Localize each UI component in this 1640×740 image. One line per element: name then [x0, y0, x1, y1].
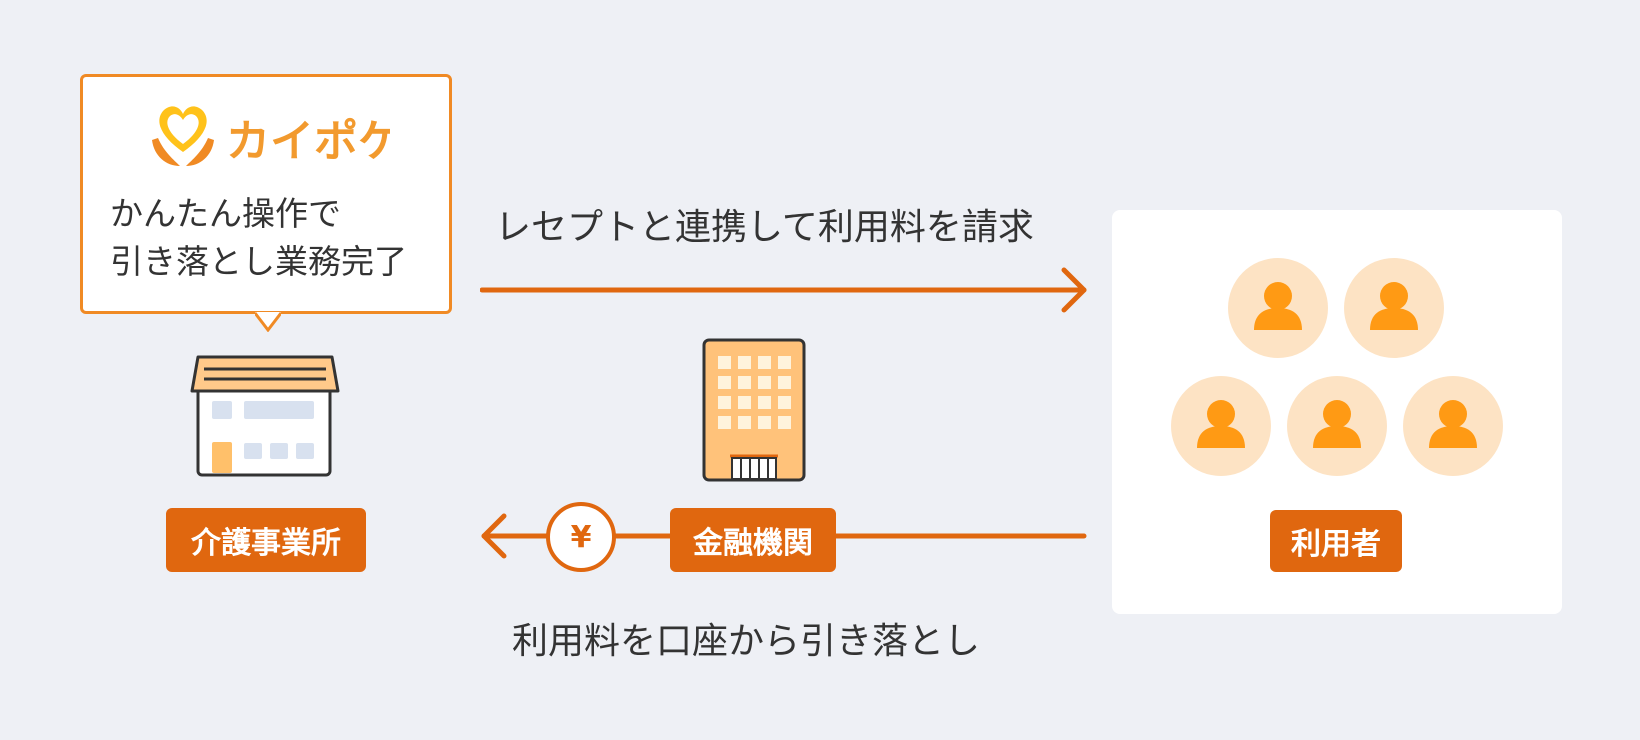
callout-tail	[255, 312, 281, 332]
users-label: 利用者	[1270, 510, 1402, 572]
billing-flow-label: レセプトと連携して利用料を請求	[495, 207, 1034, 248]
bank-label: 金融機関	[670, 508, 836, 572]
user-person-icon	[1403, 376, 1503, 476]
debit-flow-label: 利用料を口座から引き落とし	[512, 621, 981, 662]
heart-hands-logo-icon	[152, 106, 214, 166]
user-person-icon	[1287, 376, 1387, 476]
yen-symbol: ¥	[570, 519, 592, 555]
bank-building-icon	[702, 338, 806, 482]
users-group	[1171, 258, 1503, 476]
user-person-icon	[1228, 258, 1328, 358]
callout-message: かんたん操作で 引き落とし業務完了	[110, 190, 407, 286]
user-person-icon	[1344, 258, 1444, 358]
office-label: 介護事業所	[166, 508, 366, 572]
kaipoke-callout	[80, 74, 452, 314]
callout-line-1: かんたん操作で	[110, 194, 341, 233]
yen-coin-icon: ¥	[546, 502, 616, 572]
kaipoke-logo: カイポケ	[152, 106, 390, 167]
logo-text: カイポケ	[226, 116, 390, 167]
care-office-building-icon	[190, 355, 340, 477]
billing-arrow	[480, 267, 1087, 313]
user-person-icon	[1171, 376, 1271, 476]
callout-line-2: 引き落とし業務完了	[110, 242, 407, 281]
